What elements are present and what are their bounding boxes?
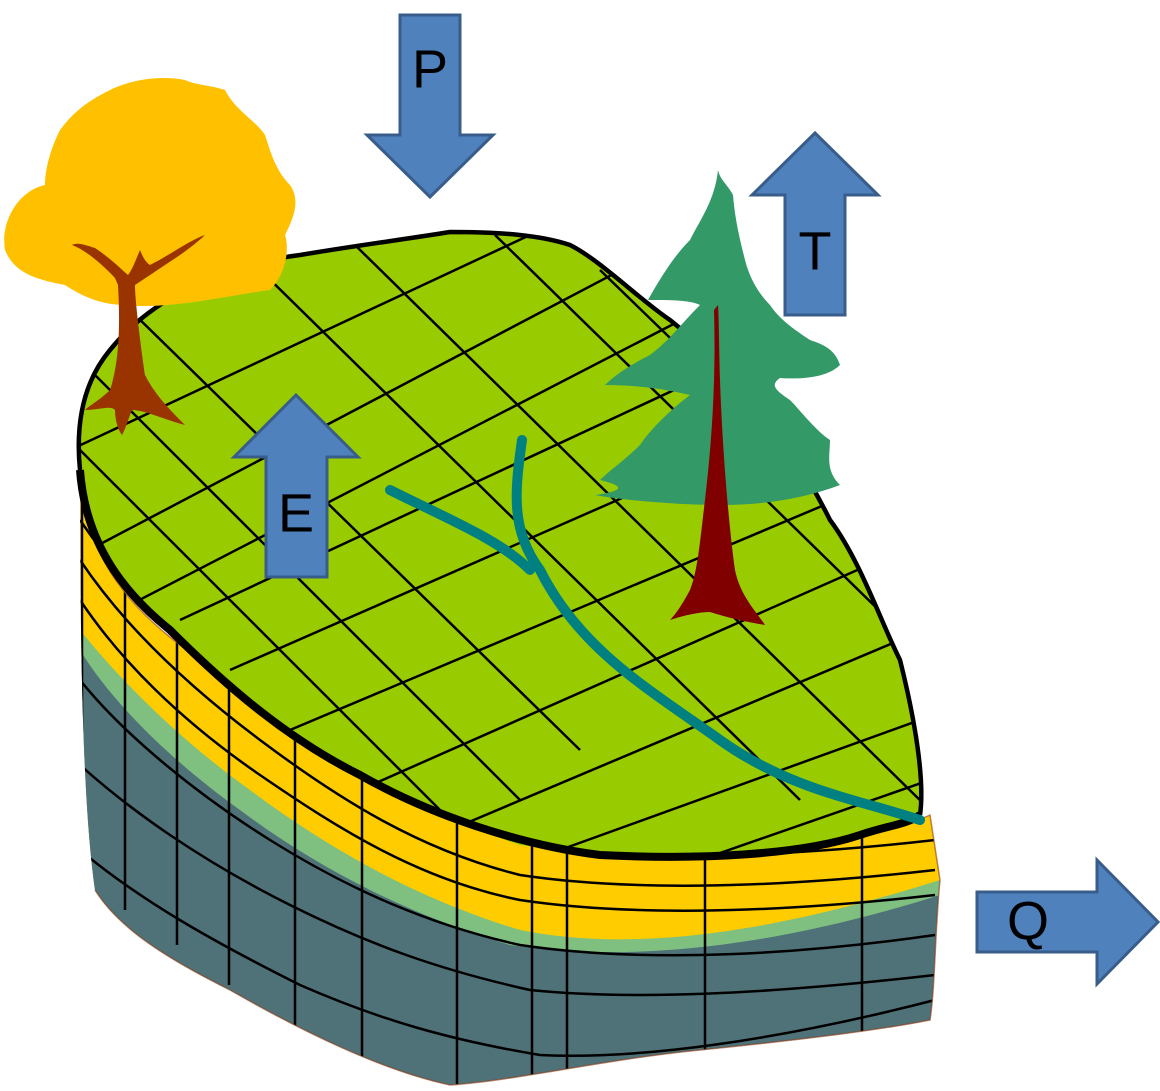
deciduous-tree bbox=[4, 78, 296, 435]
evaporation-label: E bbox=[278, 483, 314, 543]
deciduous-canopy bbox=[4, 78, 296, 307]
transpiration-arrow: T bbox=[748, 130, 882, 317]
conifer-trunk bbox=[670, 305, 765, 625]
discharge-label: Q bbox=[1007, 891, 1049, 951]
deciduous-trunk bbox=[72, 235, 205, 435]
conifer-tree bbox=[595, 170, 840, 625]
precipitation-arrow: P bbox=[363, 13, 497, 200]
evaporation-arrow: E bbox=[230, 392, 362, 579]
precipitation-label: P bbox=[412, 39, 448, 99]
stream bbox=[385, 435, 925, 825]
discharge-arrow: Q bbox=[975, 856, 1160, 988]
transpiration-label: T bbox=[799, 221, 832, 281]
